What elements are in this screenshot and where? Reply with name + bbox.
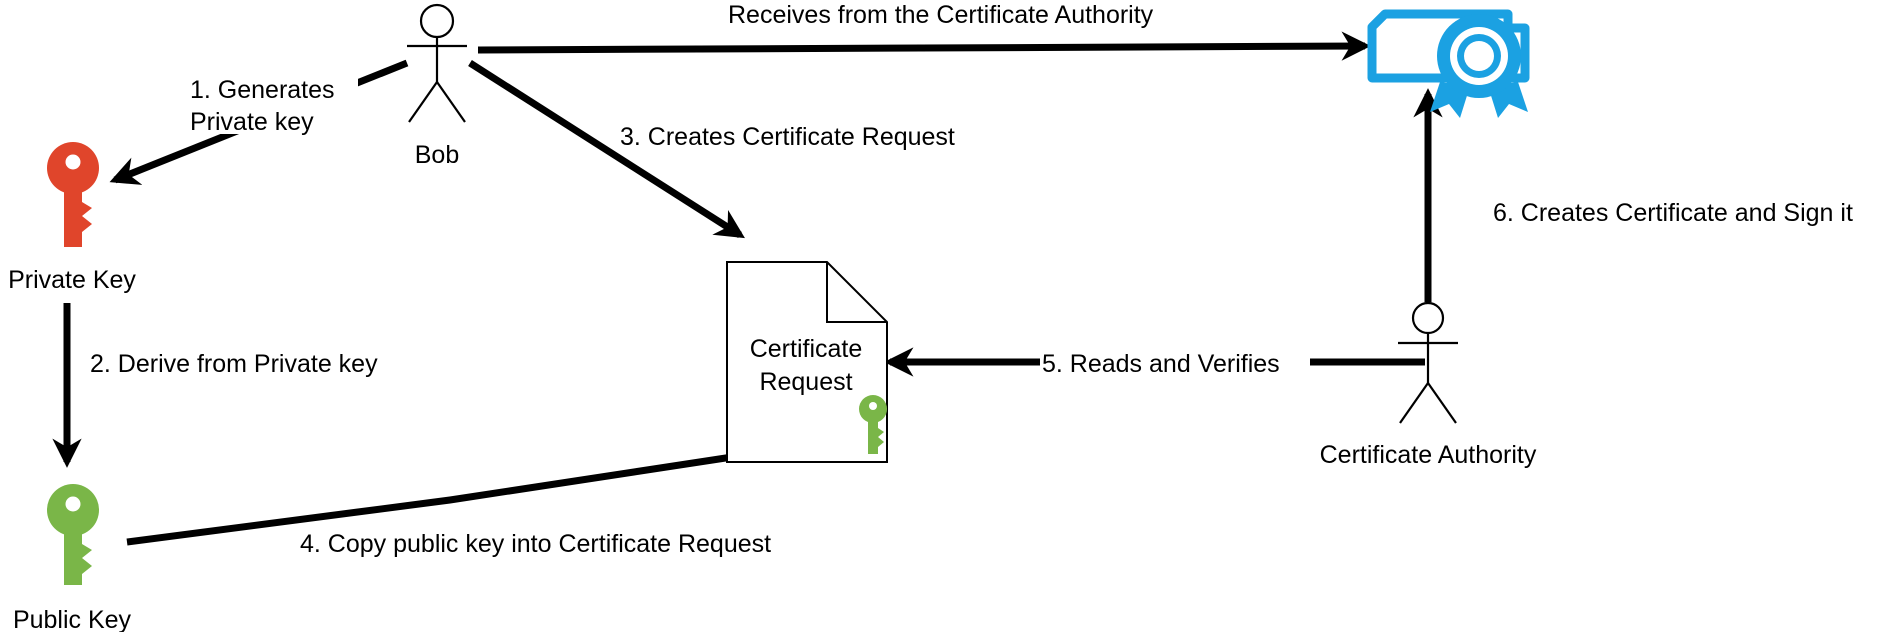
edge-label-creates-certificate: 6. Creates Certificate and Sign it xyxy=(1493,199,1853,227)
bob-label: Bob xyxy=(415,141,459,169)
edge-label-creates-request: 3. Creates Certificate Request xyxy=(620,123,955,151)
key-icon xyxy=(47,142,99,247)
edge-derive-public-key: 2. Derive from Private key xyxy=(52,303,378,468)
edge-creates-request: 3. Creates Certificate Request xyxy=(468,60,955,239)
edge-label-generates-line1: 1. Generates xyxy=(190,76,335,104)
document-icon xyxy=(726,261,888,463)
edge-creates-certificate: 6. Creates Certificate and Sign it xyxy=(1413,88,1853,302)
certificate-authority-actor[interactable]: Certificate Authority xyxy=(1320,301,1537,469)
public-key-node[interactable]: Public Key xyxy=(13,484,132,632)
edge-reads-verifies: 5. Reads and Verifies xyxy=(884,346,1425,378)
certificate-ribbon-icon xyxy=(1367,9,1530,118)
private-key-node[interactable]: Private Key xyxy=(8,142,136,294)
actor-icon xyxy=(1398,301,1458,424)
edge-label-generates-line2: Private key xyxy=(190,108,314,136)
key-icon xyxy=(859,395,887,454)
key-icon xyxy=(47,484,99,585)
certificate-request-label-line2: Request xyxy=(759,368,852,396)
edge-receives-certificate: Receives from the Certificate Authority xyxy=(477,1,1371,61)
public-key-label: Public Key xyxy=(13,606,132,632)
edge-label-copy-public-key: 4. Copy public key into Certificate Requ… xyxy=(300,530,771,558)
edge-generates-private-key: 1. Generates Private key xyxy=(109,59,409,185)
certificate-request-label-line1: Certificate xyxy=(750,335,863,363)
certificate-request-node[interactable]: Certificate Request xyxy=(726,261,888,463)
edge-label-reads-verifies: 5. Reads and Verifies xyxy=(1042,350,1280,378)
bob-actor[interactable]: Bob xyxy=(407,3,467,169)
edge-label-receives: Receives from the Certificate Authority xyxy=(728,1,1154,29)
edge-label-derive: 2. Derive from Private key xyxy=(90,350,378,378)
actor-icon xyxy=(407,3,467,123)
certificate-node[interactable] xyxy=(1367,9,1530,118)
private-key-label: Private Key xyxy=(8,266,136,294)
certificate-authority-label: Certificate Authority xyxy=(1320,441,1537,469)
